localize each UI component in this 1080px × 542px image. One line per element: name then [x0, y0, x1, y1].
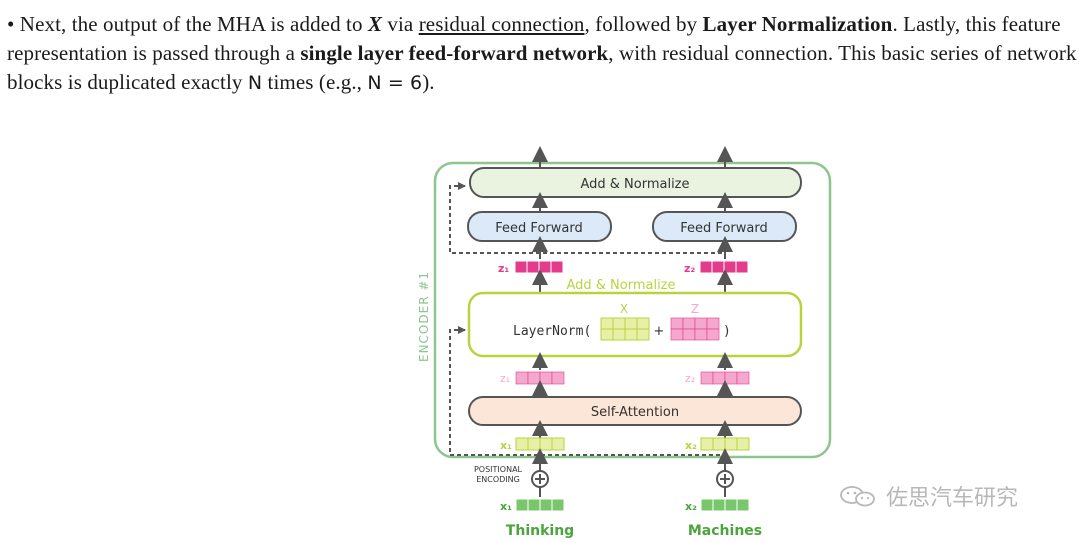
layernorm-suffix: ) — [723, 324, 731, 339]
x2-embed-label: x₂ — [685, 439, 697, 452]
layernorm-plus: + — [654, 324, 665, 339]
layer-normalization-bold: Layer Normalization — [702, 12, 893, 36]
x2-input-vector — [700, 498, 750, 512]
para-text-1: Next, the output of the MHA is added to — [14, 12, 368, 36]
z-matrix-label: Z — [691, 302, 699, 316]
residual-arrowhead-mid — [458, 326, 466, 334]
residual-arrowhead-top — [458, 182, 466, 190]
para-text-2: via — [382, 12, 419, 36]
z1-strong-label: z₁ — [498, 262, 509, 275]
encoder-label: ENCODER #1 — [417, 271, 431, 362]
para-text-5: , with residual connection. This basic s… — [7, 41, 1077, 94]
self-attention-box — [468, 396, 802, 426]
para-text-3: , followed by — [584, 12, 703, 36]
z2-strong-label: z₂ — [684, 262, 695, 275]
watermark-text: 佐思汽车研究 — [886, 486, 1019, 511]
add-normalize-top-box — [469, 167, 802, 198]
residual-connection-text: residual connection — [418, 12, 585, 36]
x1-embed-label: x₁ — [500, 439, 512, 452]
z2-light-vector — [700, 371, 750, 385]
z2-light-label: z₂ — [685, 372, 695, 385]
feed-forward-bold: single layer feed-forward network — [300, 41, 609, 65]
x2-input-label: x₂ — [685, 500, 697, 513]
z1-light-label: z₁ — [500, 372, 510, 385]
math-n: N — [247, 72, 263, 94]
residual-path-mid — [449, 329, 725, 456]
z1-light-vector — [515, 371, 565, 385]
x1-embed-vector — [515, 437, 565, 451]
para-text-6: times (e.g., — [262, 70, 368, 94]
word-thinking: Thinking — [506, 523, 574, 539]
para-text-7: ). — [422, 70, 435, 94]
add-normalize-top-label: Add & Normalize — [580, 177, 689, 192]
math-n-equals: N = 6 — [367, 72, 423, 94]
wechat-icon — [840, 486, 875, 507]
x2-embed-vector — [700, 437, 750, 451]
x-matrix — [600, 317, 650, 341]
z2-strong-vector — [699, 260, 749, 274]
x1-input-label: x₁ — [500, 500, 512, 513]
self-attention-label: Self-Attention — [591, 405, 679, 420]
x-matrix-label: X — [620, 302, 628, 316]
para-text-4: . Lastly, this feature representation is… — [7, 12, 1061, 65]
feed-forward-right-label: Feed Forward — [680, 221, 767, 236]
layernorm-prefix: LayerNorm( — [513, 324, 591, 339]
feed-forward-left-label: Feed Forward — [495, 221, 582, 236]
watermark: 佐思汽车研究 — [838, 483, 1019, 511]
positional-encoding-line2: ENCODING — [476, 475, 520, 484]
positional-encoding-line1: POSITIONAL — [474, 465, 523, 474]
word-machines: Machines — [688, 523, 762, 539]
z1-strong-vector — [514, 260, 564, 274]
add-normalize-mid-label: Add & Normalize — [566, 278, 675, 293]
body-paragraph: • Next, the output of the MHA is added t… — [7, 10, 1077, 98]
math-x: X — [367, 12, 383, 36]
x1-input-vector — [515, 498, 565, 512]
encoder-box — [433, 161, 832, 459]
residual-path-top — [449, 185, 725, 254]
z-matrix — [670, 317, 720, 341]
bullet: • — [7, 12, 15, 36]
